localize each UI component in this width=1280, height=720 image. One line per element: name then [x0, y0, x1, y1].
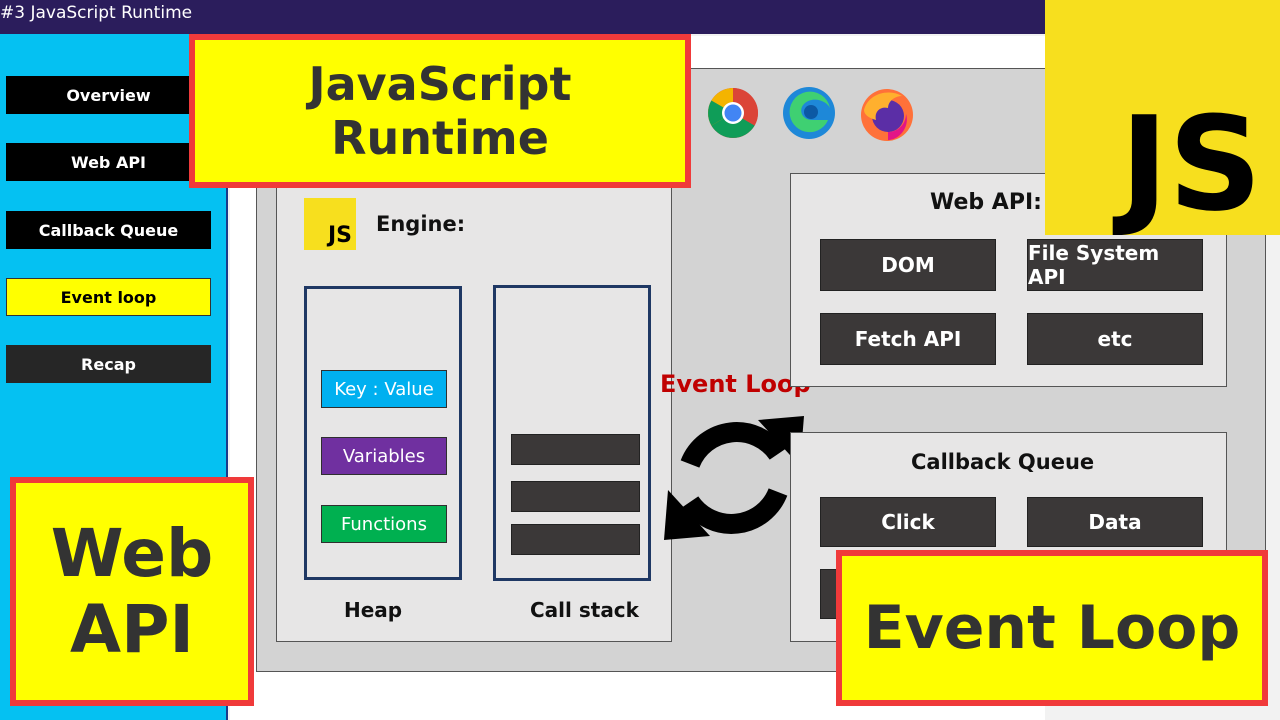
stack-frame	[511, 481, 640, 512]
refresh-cycle-icon	[660, 404, 808, 552]
event-loop-label: Event Loop	[660, 370, 811, 398]
sidebar-item-event-loop[interactable]: Event loop	[6, 278, 211, 316]
web-api-file-system: File System API	[1027, 239, 1203, 291]
callback-queue-label: Callback Queue	[911, 450, 1095, 474]
web-api-banner-line1: Web	[50, 514, 214, 592]
call-stack-label: Call stack	[530, 598, 639, 622]
queue-item-click: Click	[820, 497, 996, 547]
stack-frame	[511, 524, 640, 555]
heap-item-key-value: Key : Value	[321, 370, 447, 408]
sidebar-item-web-api[interactable]: Web API	[6, 143, 211, 181]
firefox-icon	[858, 86, 916, 142]
web-api-banner-line2: API	[69, 590, 194, 668]
chrome-icon	[707, 87, 759, 139]
heap-item-functions: Functions	[321, 505, 447, 543]
stack-frame	[511, 434, 640, 465]
event-loop-banner: Event Loop	[836, 550, 1268, 706]
sidebar-item-overview[interactable]: Overview	[6, 76, 211, 114]
sidebar-item-recap[interactable]: Recap	[6, 345, 211, 383]
web-api-label: Web API:	[930, 190, 1042, 215]
heap-item-variables: Variables	[321, 437, 447, 475]
title-banner: JavaScript Runtime	[189, 34, 691, 188]
web-api-dom: DOM	[820, 239, 996, 291]
window-title: #3 JavaScript Runtime	[0, 3, 193, 23]
sidebar-item-callback-queue[interactable]: Callback Queue	[6, 211, 211, 249]
engine-label: Engine:	[376, 212, 466, 236]
js-engine-logo: JS	[304, 198, 356, 250]
web-api-banner: Web API	[10, 477, 254, 706]
queue-item-data: Data	[1027, 497, 1203, 547]
heap-label: Heap	[344, 598, 403, 622]
web-api-etc: etc	[1027, 313, 1203, 365]
edge-icon	[782, 86, 836, 140]
js-logo: JS	[1045, 0, 1280, 235]
web-api-fetch: Fetch API	[820, 313, 996, 365]
